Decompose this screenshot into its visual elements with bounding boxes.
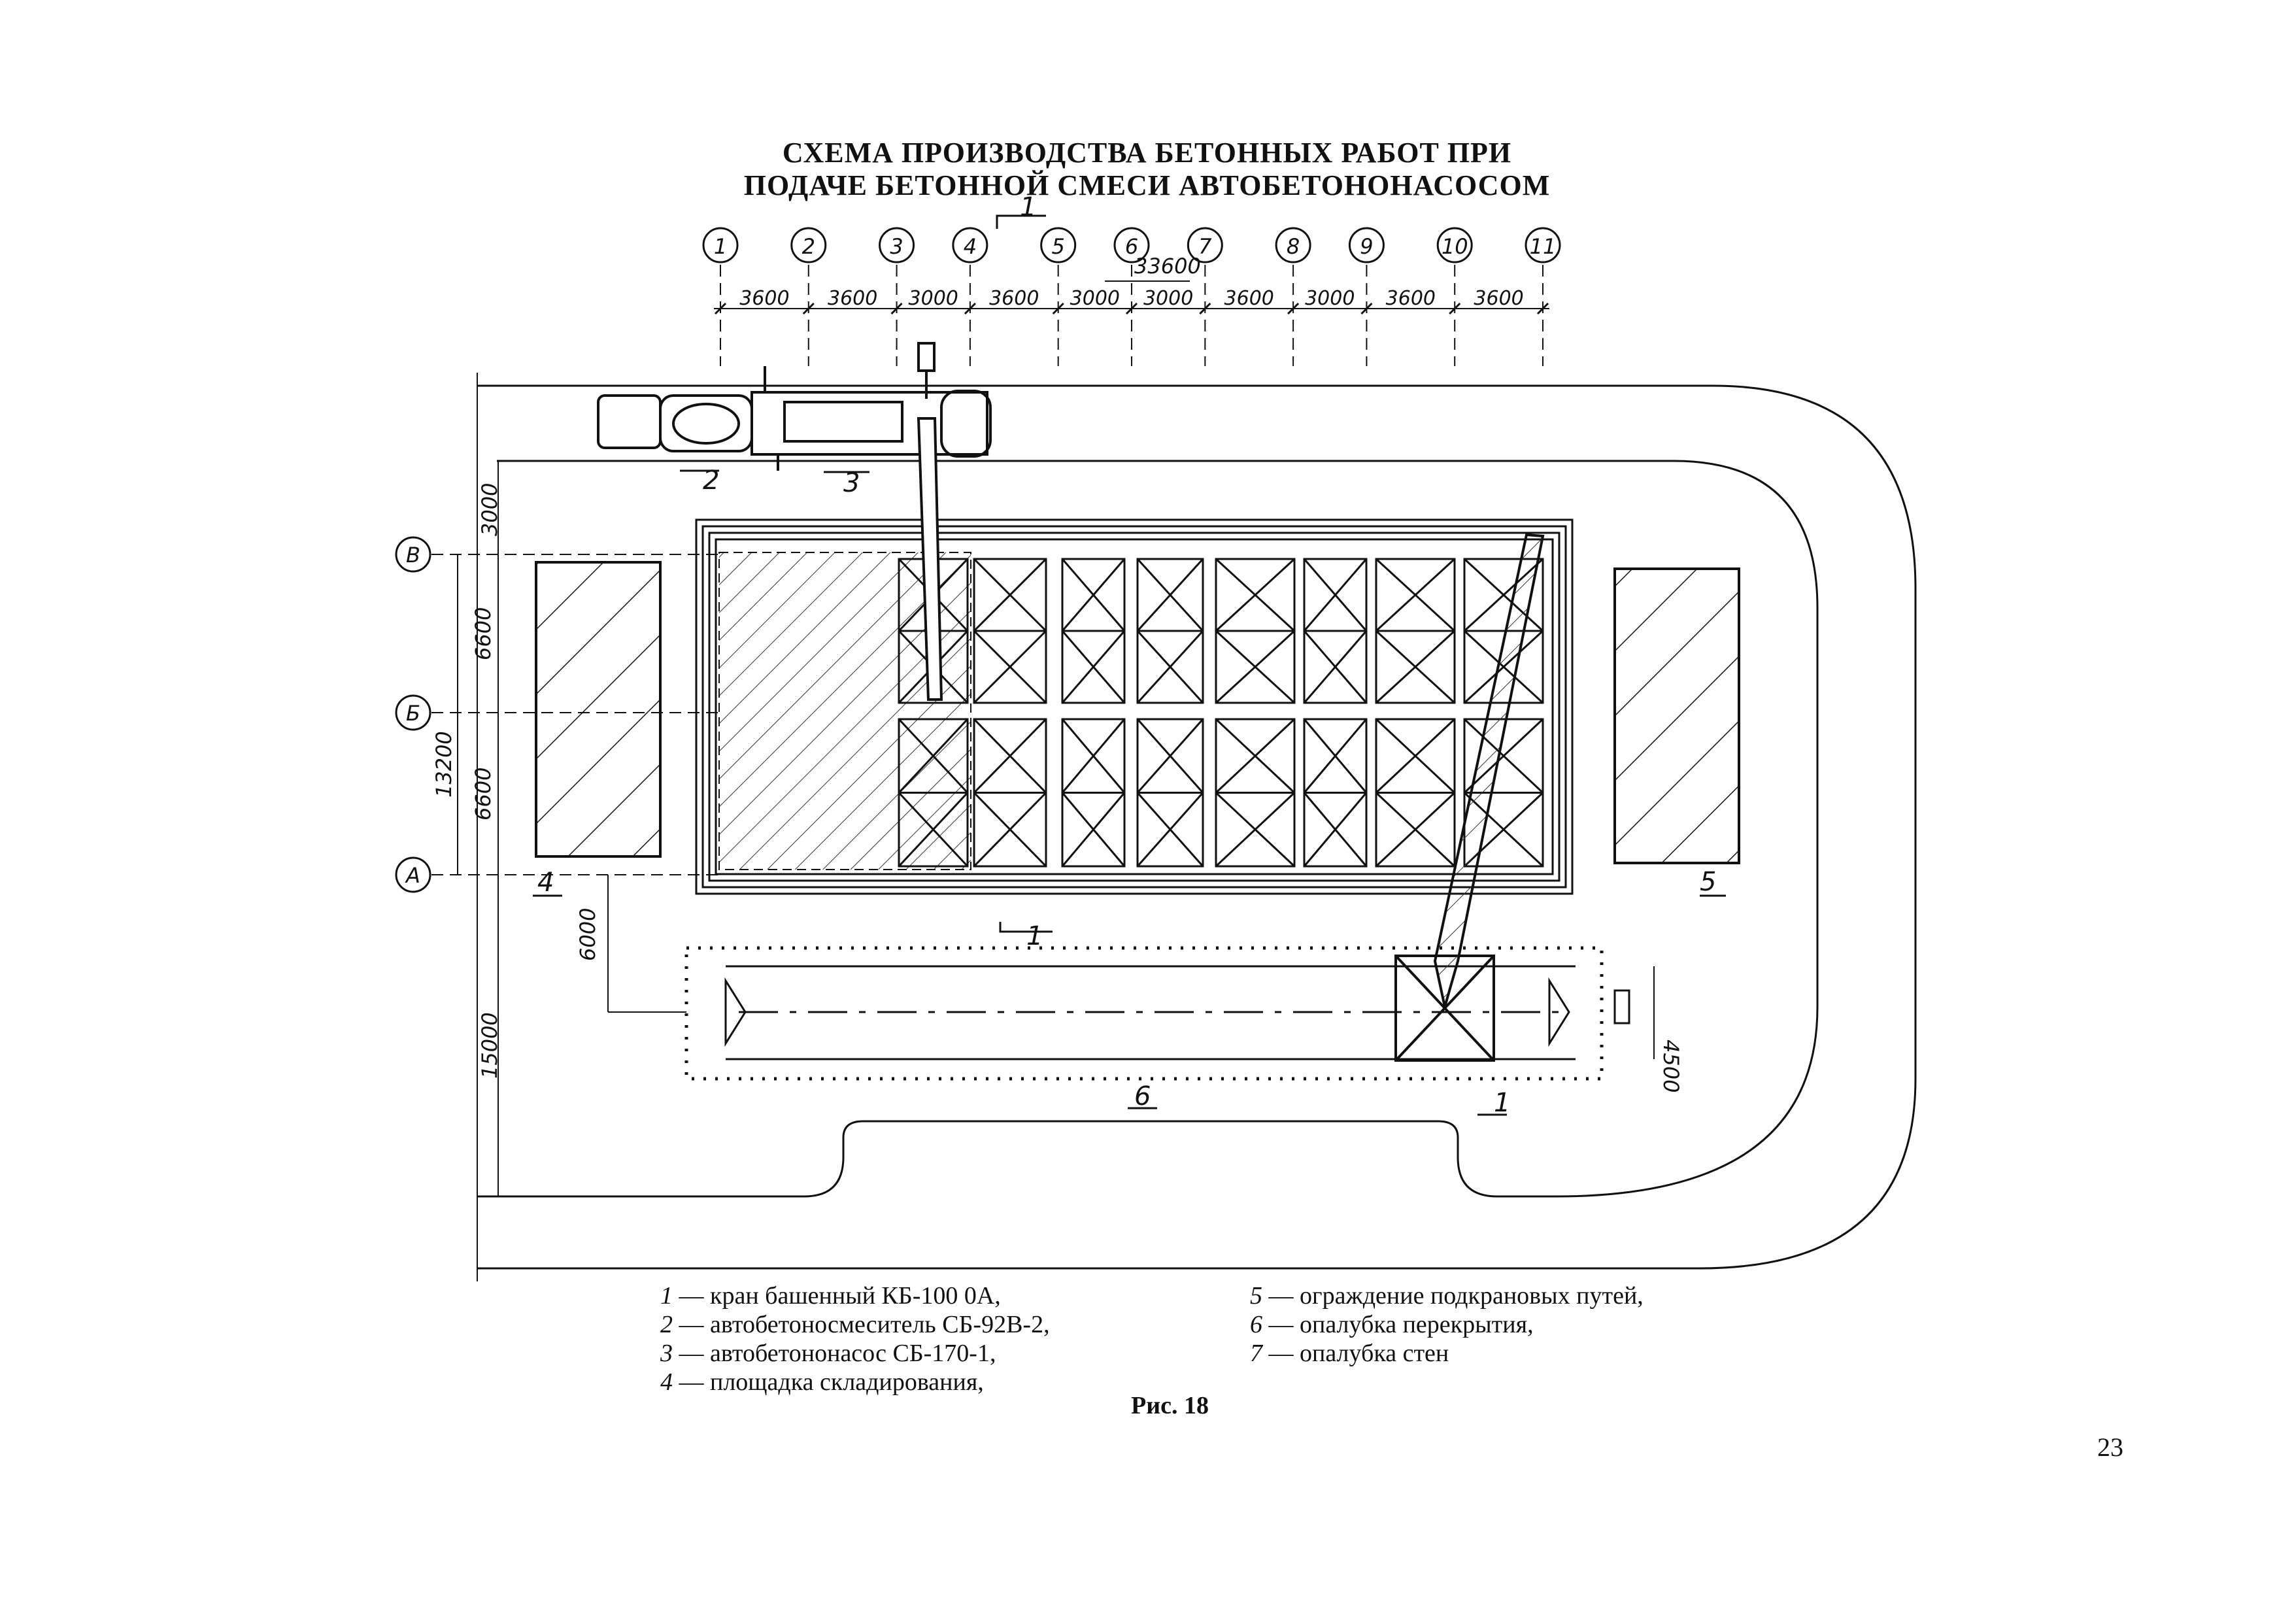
dimension-tick — [1199, 302, 1211, 315]
axis-bubble — [1275, 227, 1311, 263]
figure-caption: Рис. 18 — [1131, 1392, 1209, 1419]
callout-4-storage-left: 4 — [537, 868, 554, 898]
span-dimension: 3000 — [1143, 287, 1193, 310]
road-outer-edge — [477, 384, 1917, 1270]
callout-3-pump: 3 — [843, 468, 860, 498]
legend-item: 1 — кран башенный КБ-100 0А, — [660, 1282, 1001, 1310]
axis-label: 1 — [714, 234, 727, 259]
page-number: 23 — [2097, 1432, 2123, 1462]
storage-area-left — [535, 561, 662, 858]
title-line-1: СХЕМА ПРОИЗВОДСТВА БЕТОННЫХ РАБОТ ПРИ — [782, 137, 1512, 169]
axis-bubble — [879, 227, 915, 263]
span-dimension: 3000 — [909, 287, 958, 310]
axis-label: В — [406, 543, 420, 567]
legend-right: 5 — ограждение подкрановых путей, 6 — оп… — [1250, 1281, 1644, 1368]
dim-left-gap: 6000 — [575, 908, 600, 961]
axis-bubble — [1348, 227, 1385, 263]
dim-left-lower: 15000 — [477, 1012, 502, 1079]
axis-bubble — [395, 856, 431, 893]
building-outline — [695, 518, 1574, 895]
legend-item: 2 — автобетоносмеситель СБ-92В-2, — [660, 1311, 1050, 1338]
axis-label: 9 — [1360, 234, 1373, 259]
axis-bubble — [1187, 227, 1223, 263]
dimension-tick — [1360, 302, 1373, 315]
axis-label: 4 — [964, 234, 977, 259]
axis-label: 2 — [802, 234, 815, 259]
callout-1-crane-bottom: 1 — [1494, 1088, 1510, 1118]
axis-bubble — [1040, 227, 1077, 263]
axis-bubble — [1436, 227, 1473, 263]
dim-left-bay1: 6600 — [471, 607, 496, 660]
title-line-2: ПОДАЧЕ БЕТОННОЙ СМЕСИ АВТОБЕТОНОНАСОСОМ — [743, 169, 1551, 201]
axis-bubble — [1113, 227, 1150, 263]
dim-left-top: 3000 — [477, 483, 502, 536]
axis-label: 11 — [1530, 234, 1557, 259]
building-wall-formwork — [701, 525, 1567, 888]
axis-label: 10 — [1442, 234, 1468, 259]
slab-formwork-panels — [898, 558, 1544, 868]
span-dimension: 3000 — [1305, 287, 1355, 310]
dimension-tick — [890, 302, 903, 315]
axis-label: Б — [406, 701, 420, 726]
axis-label: 3 — [890, 234, 903, 259]
axis-bubble — [702, 227, 739, 263]
dimension-tick — [1287, 302, 1300, 315]
axis-bubble — [1525, 227, 1561, 263]
road-inner-edge — [477, 460, 1819, 1198]
span-dimension: 3600 — [1386, 287, 1436, 310]
legend-item: 6 — опалубка перекрытия, — [1250, 1311, 1534, 1338]
axis-label: А — [405, 863, 420, 888]
span-dimension: 3600 — [1474, 287, 1523, 310]
span-dimension: 3600 — [828, 287, 877, 310]
axis-bubble — [790, 227, 827, 263]
axis-label: 8 — [1287, 234, 1300, 259]
dimension-tick — [964, 302, 976, 315]
span-dimension: 3000 — [1070, 287, 1120, 310]
axis-label: 6 — [1125, 234, 1138, 259]
dimension-tick — [1536, 302, 1549, 315]
section-mark-bottom: 1 — [1026, 921, 1043, 951]
callout-5-fence: 6 — [1134, 1081, 1151, 1111]
legend-item: 5 — ограждение подкрановых путей, — [1250, 1282, 1644, 1310]
axis-label: 5 — [1051, 234, 1064, 259]
axis-bubble — [395, 694, 431, 731]
dimension-tick — [1449, 302, 1461, 315]
axis-bubble — [952, 227, 988, 263]
dimension-tick — [714, 302, 727, 315]
section-mark-top: 1 — [1020, 192, 1036, 222]
concrete-pump-truck — [751, 342, 992, 701]
dimension-tick — [1125, 302, 1138, 315]
crane-sign-icon — [1613, 989, 1630, 1024]
axis-bubble — [395, 536, 431, 573]
span-dimension: 3600 — [1224, 287, 1274, 310]
tower-crane — [1394, 533, 1545, 1062]
legend-item: 4 — площадка складирования, — [660, 1368, 984, 1396]
dim-crane-track: 4500 — [1659, 1040, 1683, 1092]
span-dimension: 3600 — [989, 287, 1039, 310]
span-dimension: 3600 — [739, 287, 789, 310]
dim-total-length: 33600 — [1134, 254, 1201, 279]
dim-left-bay2: 6600 — [471, 768, 496, 820]
storage-area-right — [1613, 567, 1740, 864]
dim-left-total: 13200 — [431, 731, 456, 798]
dimension-tick — [802, 302, 815, 315]
legend-left: 1 — кран башенный КБ-100 0А, 2 — автобет… — [660, 1281, 1050, 1396]
dimension-tick — [1052, 302, 1064, 315]
callout-4-storage-right: 5 — [1700, 867, 1716, 897]
legend-item: 7 — опалубка стен — [1250, 1340, 1449, 1367]
legend-item: 3 — автобетононасос СБ-170-1, — [660, 1340, 996, 1367]
axis-label: 7 — [1198, 234, 1212, 259]
concrete-mixer-truck — [597, 394, 753, 452]
